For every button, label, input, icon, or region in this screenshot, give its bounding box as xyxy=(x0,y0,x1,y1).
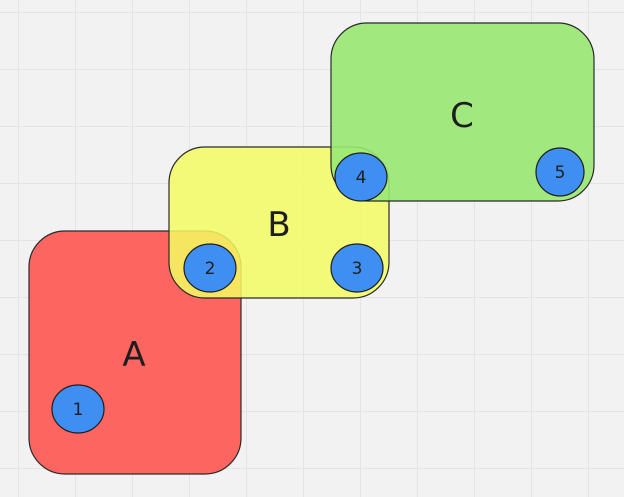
marker-2[interactable]: 2 xyxy=(183,243,237,293)
marker-5-label: 5 xyxy=(555,163,566,183)
marker-1[interactable]: 1 xyxy=(51,384,105,434)
marker-3-label: 3 xyxy=(352,259,363,279)
shape-a-label: A xyxy=(122,335,145,375)
shape-c[interactable]: C xyxy=(330,22,595,202)
marker-4[interactable]: 4 xyxy=(334,152,388,202)
marker-5[interactable]: 5 xyxy=(535,147,585,197)
marker-3[interactable]: 3 xyxy=(330,243,384,293)
marker-4-label: 4 xyxy=(356,168,367,188)
marker-1-label: 1 xyxy=(73,400,84,420)
shape-b-label: B xyxy=(267,205,290,245)
shape-c-label: C xyxy=(450,96,474,136)
marker-2-label: 2 xyxy=(205,259,216,279)
